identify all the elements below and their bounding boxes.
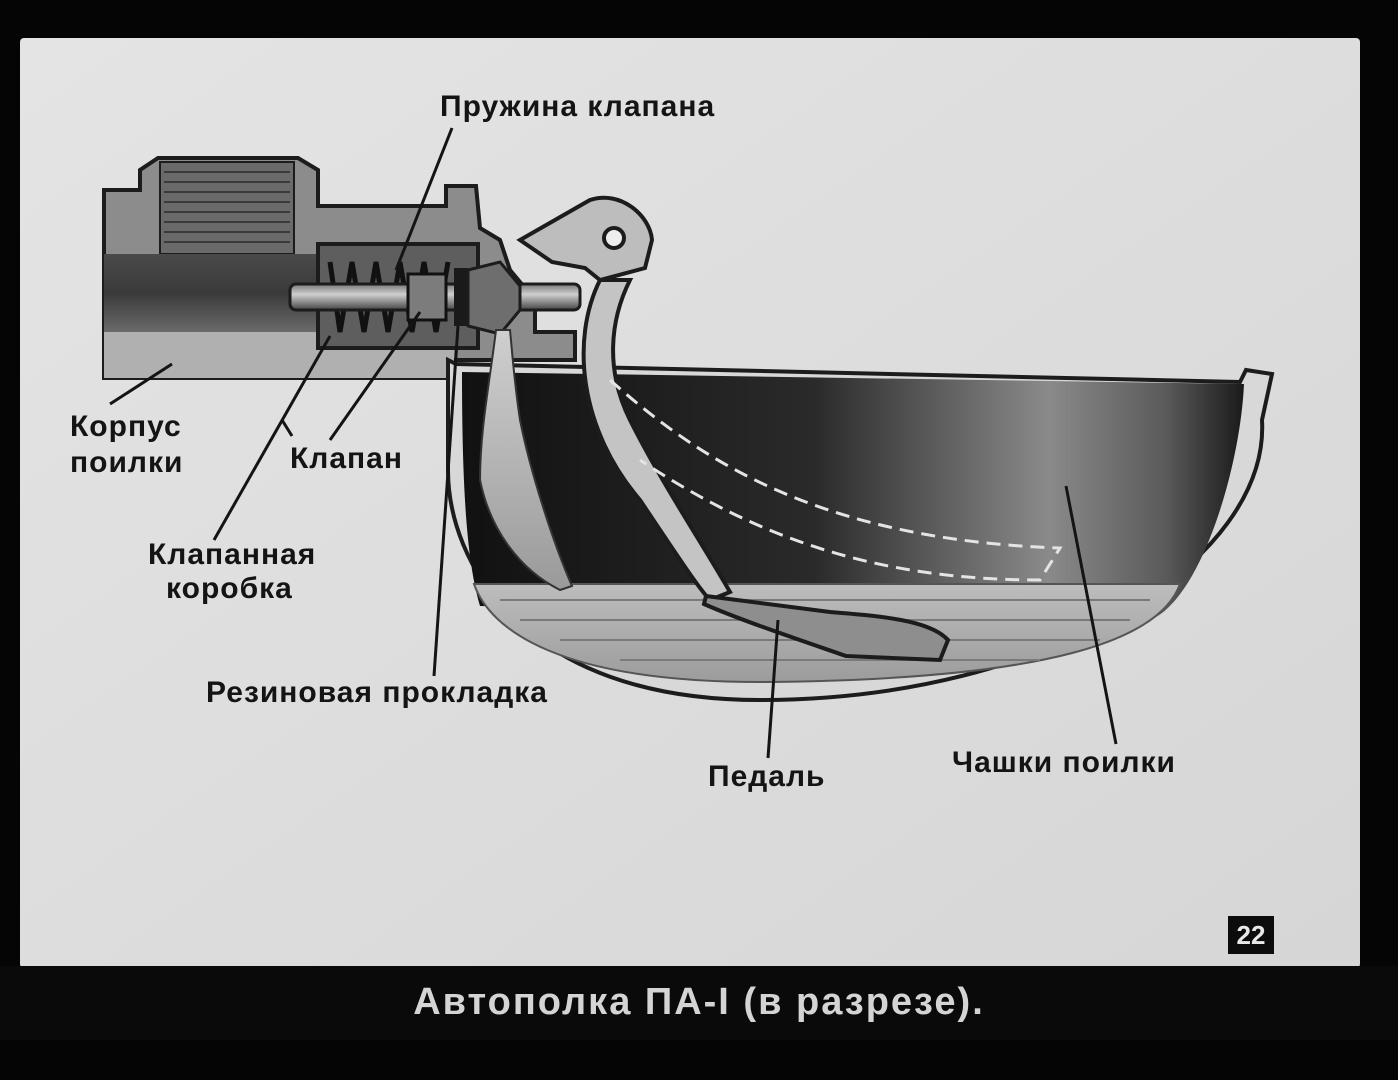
water-jet — [478, 329, 574, 592]
leader-lines — [109, 127, 1118, 759]
label-valve-box-line1: Клапанная — [148, 538, 317, 571]
caption: Автополка ПА-I (в разрезе). — [413, 981, 985, 1023]
lever-pivot — [602, 226, 626, 250]
leader-valve-line2 — [328, 311, 422, 441]
pedal-lever — [516, 195, 1063, 663]
thread-block — [159, 161, 295, 255]
label-valve-box-line2: коробка — [166, 572, 293, 605]
rubber-gasket — [454, 268, 468, 326]
valve-head — [406, 272, 448, 322]
label-pedal: Педаль — [708, 760, 826, 793]
leader-pedal — [766, 619, 780, 759]
leader-bowl — [1064, 485, 1118, 745]
label-valve-spring: Пружина клапана — [440, 90, 716, 123]
page-number: 22 — [1228, 916, 1274, 954]
label-rubber-gasket: Резиновая прокладка — [206, 676, 548, 709]
thread-lines — [164, 171, 290, 243]
label-valve: Клапан — [290, 442, 403, 475]
leader-valve-box — [212, 335, 332, 541]
valve-box — [288, 242, 582, 350]
bowl — [446, 356, 1275, 703]
caption-band — [0, 966, 1398, 1040]
label-body-line2: поилки — [70, 446, 184, 479]
label-body-line1: Корпус — [70, 410, 182, 443]
leader-valve — [280, 419, 294, 437]
leader-body — [109, 362, 173, 406]
leader-rubber-gasket — [432, 325, 460, 677]
label-bowl: Чашки поилки — [952, 746, 1176, 779]
leader-valve-spring — [394, 127, 454, 271]
